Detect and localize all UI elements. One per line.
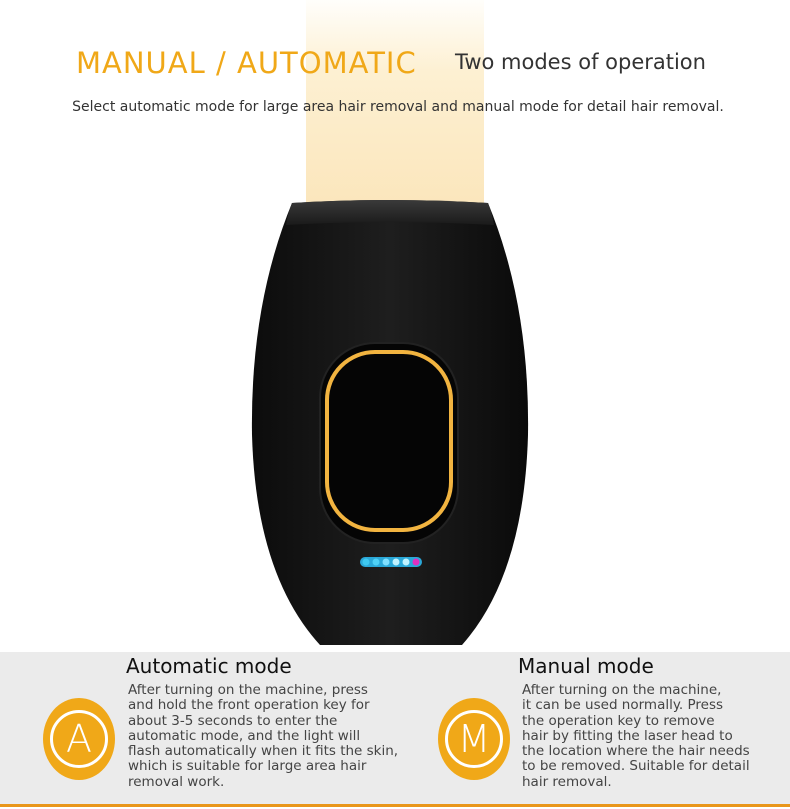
- description-line: After turning on the machine,: [522, 682, 722, 698]
- description-line: hair by fitting the laser head to: [522, 727, 733, 744]
- indicator-led: [372, 558, 380, 566]
- description-line: hair removal.: [522, 773, 612, 790]
- indicator-led: [392, 558, 400, 566]
- description: Select automatic mode for large area hai…: [72, 99, 724, 115]
- manual-mode-title: Manual mode: [518, 654, 654, 678]
- description-line: which is suitable for large area hair: [128, 758, 367, 775]
- hair-removal-device-image: [251, 200, 529, 645]
- description-line: automatic mode, and the light will: [128, 727, 361, 744]
- light-beam: [306, 0, 484, 205]
- icon-letter: M: [445, 710, 503, 768]
- indicator-led: [412, 558, 420, 566]
- indicator-led: [382, 558, 390, 566]
- description-line: about 3-5 seconds to enter the: [128, 712, 338, 729]
- letter-m-circle-icon: M: [438, 698, 510, 780]
- letter-a-circle-icon: A: [43, 698, 115, 780]
- automatic-mode-title: Automatic mode: [126, 654, 292, 678]
- description-line: and hold the front operation key for: [128, 697, 370, 714]
- divider: [0, 804, 790, 807]
- manual-mode-description: After turning on the machine,it can be u…: [522, 682, 750, 790]
- description-line: flash automatically when it fits the ski…: [128, 743, 399, 760]
- indicator-led: [402, 558, 410, 566]
- page-subtitle: Two modes of operation: [455, 50, 706, 74]
- icon-letter: A: [50, 710, 108, 768]
- description-line: it can be used normally. Press: [522, 697, 724, 714]
- page-title: MANUAL / AUTOMATIC: [76, 46, 417, 80]
- description-line: After turning on the machine, press: [128, 682, 368, 698]
- indicator-led: [362, 558, 370, 566]
- description-line: the location where the hair needs: [522, 743, 750, 760]
- modes-panel: [0, 652, 790, 804]
- description-line: the operation key to remove: [522, 712, 715, 729]
- description-line: removal work.: [128, 773, 225, 790]
- description-line: to be removed. Suitable for detail: [522, 758, 750, 775]
